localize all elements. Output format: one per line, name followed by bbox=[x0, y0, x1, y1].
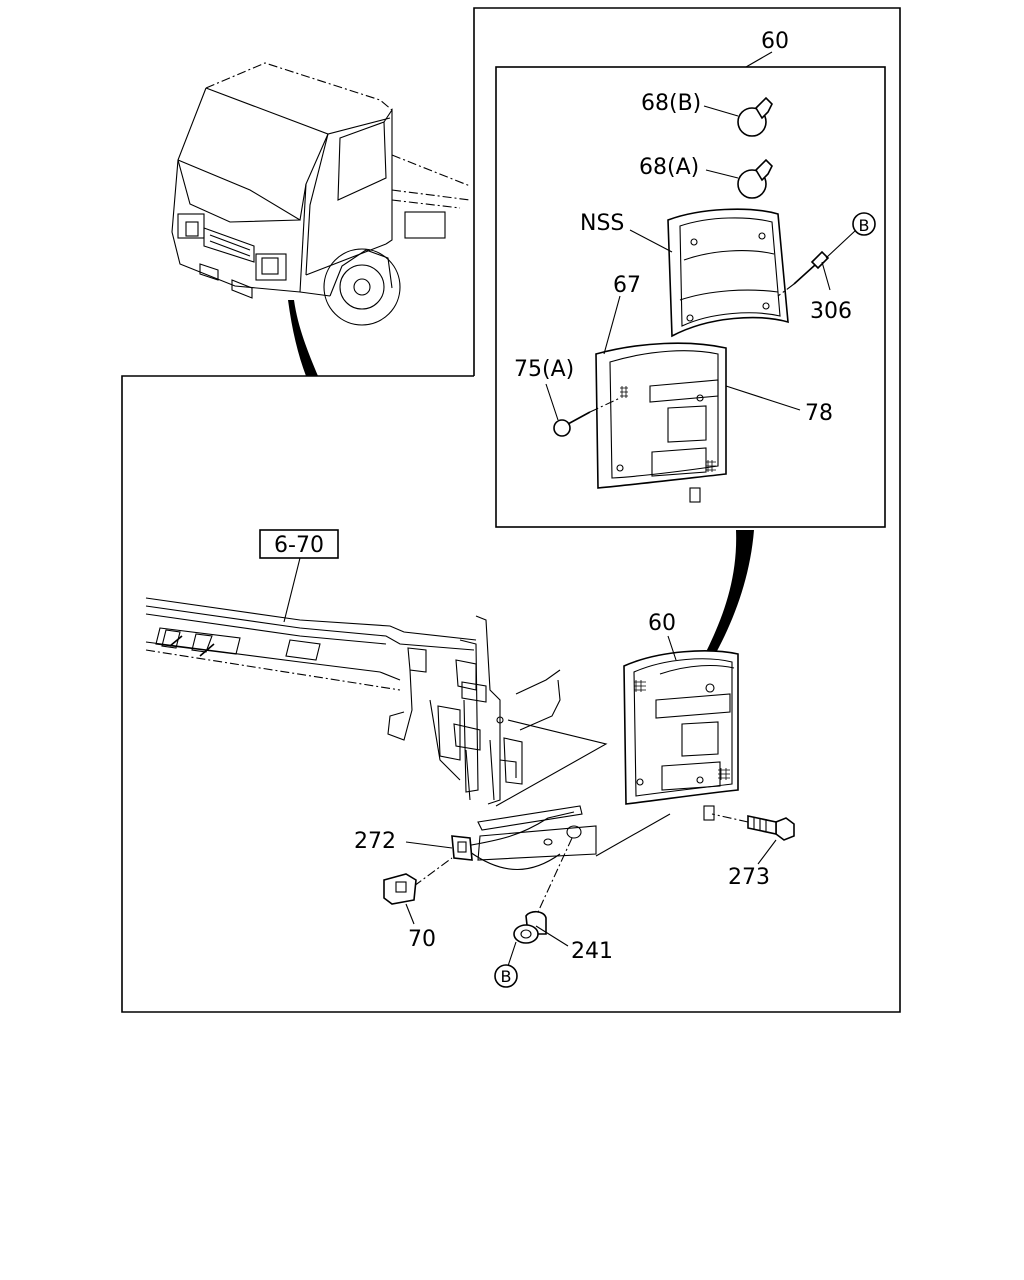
grommet-241 bbox=[494, 837, 573, 988]
label-clip: 70 bbox=[408, 927, 436, 952]
label-top-assembly: 60 bbox=[761, 29, 789, 54]
bolt-306 bbox=[777, 212, 876, 297]
label-harness: 272 bbox=[354, 829, 396, 854]
mounted-lamp-60 bbox=[623, 635, 739, 821]
label-ref-box: 6-70 bbox=[274, 533, 324, 558]
label-connector-b-top: B bbox=[859, 216, 870, 235]
label-grommet: 241 bbox=[571, 939, 613, 964]
harness-272 bbox=[405, 805, 671, 887]
label-bulb-b: 68(B) bbox=[641, 91, 701, 116]
bolt-273 bbox=[711, 813, 795, 865]
label-bulb-a: 68(A) bbox=[639, 155, 699, 180]
label-screw-a: 75(A) bbox=[514, 357, 574, 382]
clip-70 bbox=[383, 873, 417, 925]
panel-frames bbox=[121, 7, 901, 1013]
lamp-lens-78 bbox=[595, 295, 801, 503]
bulb-68b bbox=[703, 96, 773, 137]
label-bolt-306: 306 bbox=[810, 299, 852, 324]
label-bolt-273: 273 bbox=[728, 865, 770, 890]
lamp-exploded-view bbox=[545, 51, 876, 503]
label-lower-assembly: 60 bbox=[648, 611, 676, 636]
label-connector-b-bottom: B bbox=[501, 967, 512, 986]
label-lens-gasket: 67 bbox=[613, 273, 641, 298]
reference-box bbox=[259, 529, 339, 623]
screw-75a bbox=[545, 383, 621, 437]
label-lens: 78 bbox=[805, 401, 833, 426]
chassis-frame-view bbox=[145, 530, 754, 807]
truck-overview bbox=[171, 62, 471, 376]
bulb-68a bbox=[705, 158, 773, 199]
label-nss: NSS bbox=[580, 211, 624, 236]
lamp-housing-nss bbox=[629, 208, 789, 338]
callout-labels: 60 68(B) 68(A) NSS 67 75(A) 78 B 306 6-7… bbox=[274, 29, 869, 986]
